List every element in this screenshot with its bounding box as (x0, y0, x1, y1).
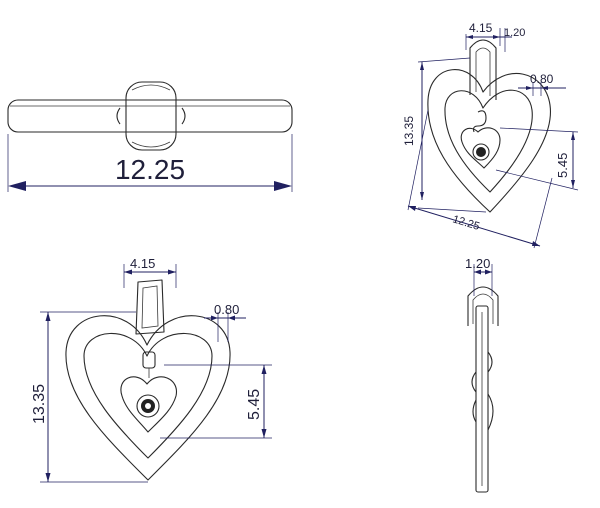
front-charm (120, 376, 177, 433)
side-view: 1.20 (465, 256, 499, 493)
iso-charm-label: 5.45 (555, 153, 570, 178)
iso-charm (460, 127, 501, 169)
front-charm-label: 5.45 (246, 389, 263, 420)
top-view-bar (7, 99, 293, 133)
iso-height-label: 13.35 (402, 116, 416, 146)
top-view: 12.25 (7, 81, 293, 192)
iso-bail (469, 39, 497, 100)
top-view-width-label: 12.25 (115, 154, 185, 185)
front-wire-label: 0.80 (214, 302, 239, 317)
iso-heart-outer (427, 69, 551, 213)
iso-depth-label: 12.25 (451, 213, 481, 233)
front-height-label: 13.35 (31, 384, 48, 424)
front-view: 4.15 0.80 13.35 5.45 (31, 256, 272, 483)
isometric-view: 4.15 1.20 0.80 13.35 5.45 12.25 (402, 21, 579, 249)
top-view-bail (125, 81, 177, 151)
iso-width-label: 4.15 (469, 21, 493, 35)
side-body (475, 305, 489, 493)
iso-thickness-label: 1.20 (504, 27, 525, 39)
front-bail (135, 279, 165, 335)
iso-heart-inner (444, 89, 533, 193)
front-width-label: 4.15 (130, 256, 155, 271)
front-heart-inner (83, 333, 213, 459)
side-bail (467, 286, 499, 326)
front-heart-outer (65, 315, 231, 481)
iso-wire-label: 0.80 (530, 72, 554, 86)
side-thickness-label: 1.20 (465, 256, 490, 271)
